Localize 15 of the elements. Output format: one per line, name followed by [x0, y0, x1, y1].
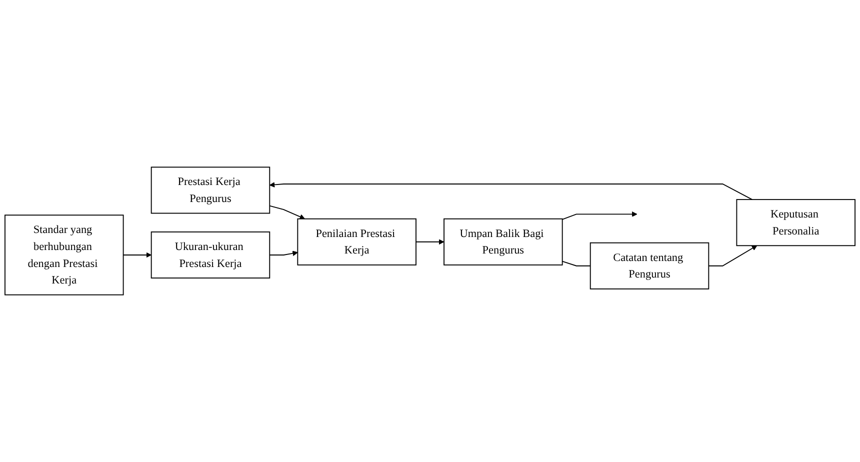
node-box: Ukuran-ukuran Prestasi Kerja: [150, 231, 270, 278]
node-box: Keputusan Personalia: [736, 199, 856, 246]
arrow: [269, 250, 298, 256]
node-box: Umpan Balik Bagi Pengurus: [444, 218, 563, 266]
arrow: [269, 205, 306, 220]
arrow: [122, 252, 152, 258]
node-box: Prestasi Kerja Pengurus: [150, 166, 270, 214]
arrow: [269, 182, 753, 200]
arrow: [708, 245, 758, 266]
arrow: [416, 239, 444, 245]
node-box: Penilaian Prestasi Kerja: [297, 218, 416, 266]
connector: [562, 260, 591, 266]
node-box: Standar yang berhubungan dengan Prestasi Kerja: [4, 214, 124, 296]
node-box: Catatan tentang Pengurus: [590, 242, 710, 290]
arrow: [562, 211, 638, 220]
